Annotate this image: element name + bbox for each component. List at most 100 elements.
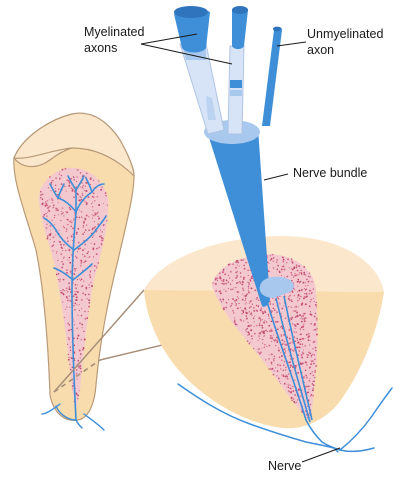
pulp-dot	[247, 269, 249, 272]
pulp-dot	[98, 235, 101, 238]
pulp-dot	[285, 374, 288, 376]
pulp-dot	[282, 374, 285, 376]
pulp-dot	[82, 253, 84, 255]
pulp-dot	[298, 346, 300, 349]
pulp-dot	[242, 310, 245, 312]
pulp-dot	[85, 201, 87, 204]
pulp-dot	[248, 333, 250, 336]
pulp-dot	[309, 276, 311, 278]
pulp-dot	[261, 319, 263, 321]
pulp-dot	[62, 211, 64, 214]
pulp-dot	[76, 251, 79, 253]
pulp-dot	[60, 183, 63, 185]
pulp-dot	[80, 279, 82, 281]
pulp-dot	[73, 218, 75, 220]
pulp-dot	[253, 310, 255, 312]
pulp-dot	[60, 243, 62, 246]
pulp-dot	[299, 362, 302, 365]
pulp-dot	[80, 196, 82, 199]
pulp-dot	[63, 226, 66, 229]
pulp-dot	[233, 321, 236, 323]
pulp-dot	[297, 372, 299, 374]
pulp-dot	[68, 324, 71, 326]
pulp-dot	[247, 285, 250, 288]
tooth-enamel-cap	[13, 112, 135, 178]
pulp-dot	[288, 267, 290, 269]
pulp-dot	[60, 210, 62, 212]
pulp-dot	[62, 288, 64, 291]
pulp-dot	[76, 169, 78, 171]
pulp-dot	[79, 247, 82, 250]
pulp-dot	[52, 236, 55, 239]
label-unmyelinated-axon-1: Unmyelinated	[307, 27, 383, 41]
pulp-dot	[46, 237, 49, 240]
pulp-dot	[275, 261, 278, 263]
pulp-dot	[88, 299, 91, 302]
pulp-dot	[74, 308, 76, 311]
pulp-dot	[41, 199, 43, 201]
pulp-dot	[248, 324, 250, 327]
pulp-dot	[83, 200, 85, 202]
pulp-dot	[96, 212, 99, 215]
pulp-dot	[291, 261, 294, 264]
pulp-dot	[309, 372, 312, 375]
pulp-dot	[61, 260, 63, 263]
pulp-dot	[291, 274, 293, 276]
pulp-dot	[261, 342, 264, 345]
pulp-dot	[95, 267, 98, 269]
pulp-dot	[51, 219, 53, 222]
pulp-dot	[75, 299, 77, 301]
pulp-dot	[83, 220, 85, 223]
pulp-dot	[94, 213, 97, 216]
pulp-dot	[303, 317, 306, 320]
pulp-dot	[73, 344, 76, 346]
pulp-dot	[89, 270, 92, 272]
pulp-dot	[47, 235, 49, 237]
pulp-dot	[271, 253, 274, 256]
pulp-dot	[303, 319, 306, 321]
pulp-dot	[300, 272, 303, 274]
pulp-dot	[69, 368, 72, 371]
nerve-bundle-cone	[206, 122, 270, 307]
pulp-dot	[302, 376, 305, 379]
pulp-dot	[103, 202, 105, 205]
pulp-dot	[268, 344, 271, 347]
pulp-dot	[82, 292, 84, 295]
pulp-dot	[93, 243, 96, 245]
pulp-dot	[306, 278, 308, 281]
pulp-dot	[255, 324, 258, 327]
pulp-dot	[280, 275, 283, 277]
pulp-dot	[248, 311, 250, 313]
pulp-dot	[287, 306, 290, 308]
pulp-dot	[273, 339, 276, 342]
pulp-dot	[60, 291, 62, 294]
pulp-dot	[236, 264, 238, 266]
pulp-dot	[290, 299, 293, 301]
pulp-dot	[95, 253, 98, 255]
pulp-dot	[100, 236, 103, 239]
pulp-dot	[270, 328, 273, 331]
pulp-dot	[241, 293, 244, 295]
pulp-dot	[300, 269, 302, 272]
pulp-dot	[84, 217, 86, 220]
pulp-dot	[300, 329, 302, 331]
pulp-dot	[73, 352, 76, 354]
pulp-dot	[74, 302, 77, 305]
pulp-dot	[313, 380, 316, 382]
pulp-dot	[81, 327, 83, 329]
pulp-dot	[69, 349, 72, 352]
pulp-dot	[83, 231, 86, 234]
pulp-dot	[263, 332, 265, 335]
pulp-dot	[81, 182, 83, 184]
pulp-dot	[84, 248, 86, 250]
pulp-dot	[312, 348, 314, 350]
pulp-dot	[87, 257, 89, 259]
pulp-dot	[281, 343, 283, 346]
pulp-dot	[275, 321, 277, 323]
pulp-dot	[255, 298, 258, 301]
pulp-dot	[51, 180, 53, 182]
pulp-dot	[57, 202, 59, 204]
pulp-dot	[77, 248, 80, 250]
pulp-dot	[76, 327, 78, 330]
